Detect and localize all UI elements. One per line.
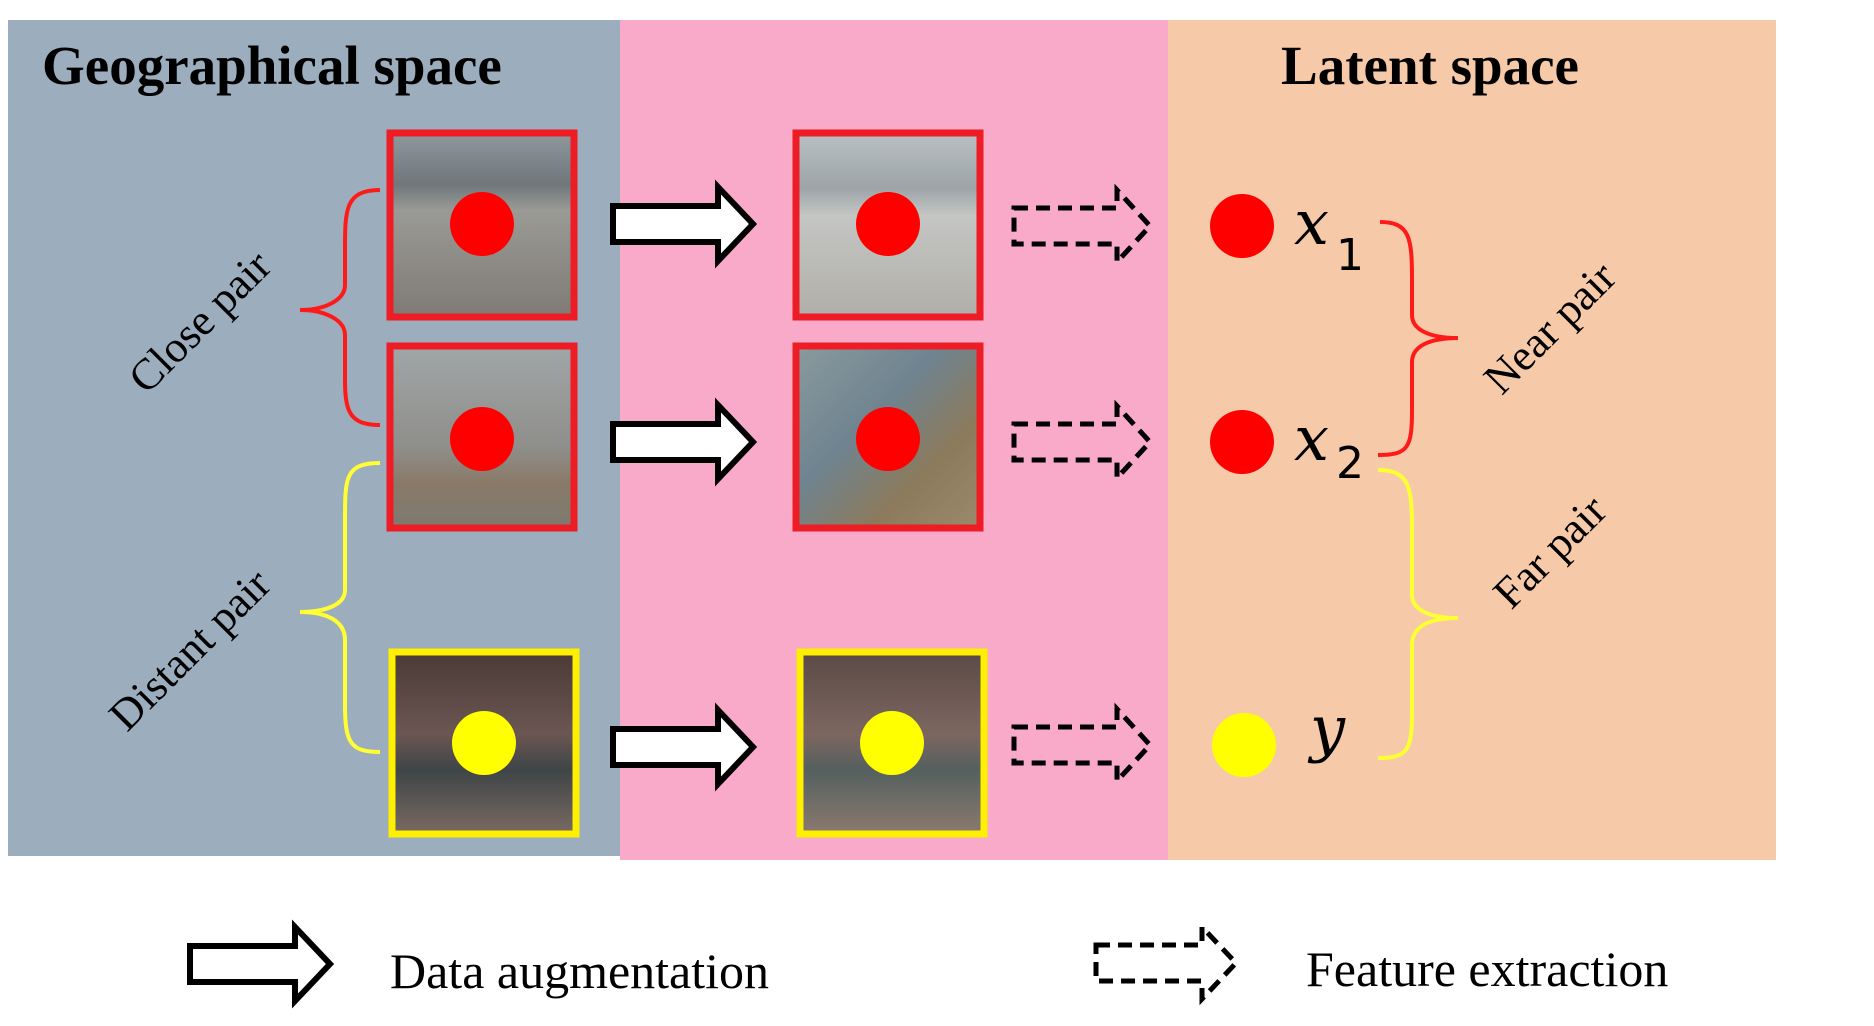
tile-x2-augmented <box>792 342 984 532</box>
augmentation-arrow-1 <box>610 179 758 269</box>
x2-base: x <box>1294 402 1329 475</box>
point-x2-augmented <box>856 407 920 471</box>
legend-augmentation-arrow <box>187 919 335 1009</box>
augmentation-arrow-3 <box>610 702 758 792</box>
close-pair-brace <box>299 188 381 427</box>
tile-x1-original <box>386 129 578 321</box>
tile-x1-augmented <box>792 129 984 321</box>
augmentation-arrow-2 <box>610 397 758 487</box>
point-y-original <box>452 711 516 775</box>
point-x1-original <box>450 192 514 256</box>
tile-y-original <box>388 648 580 838</box>
far-pair-brace <box>1377 468 1459 760</box>
near-pair-brace <box>1377 220 1459 457</box>
latent-point-y <box>1212 713 1276 777</box>
legend-extraction-arrow <box>1093 920 1240 1006</box>
tile-x2-original <box>386 342 578 532</box>
x2-subscript: 2 <box>1336 438 1364 489</box>
distant-pair-brace <box>299 461 381 754</box>
legend-extraction-label: Feature extraction <box>1306 941 1668 997</box>
latent-point-x2 <box>1210 410 1274 474</box>
latent-label-x2: x 2 <box>1294 402 1364 489</box>
latent-label-y: y <box>1307 692 1346 765</box>
x1-subscript: 1 <box>1336 230 1364 281</box>
latent-space-title: Latent space <box>1281 35 1579 96</box>
point-y-augmented <box>860 711 924 775</box>
point-x2-original <box>450 407 514 471</box>
geographical-space-title: Geographical space <box>42 35 502 96</box>
latent-label-x1: x 1 <box>1294 186 1364 281</box>
x1-base: x <box>1294 186 1329 259</box>
legend: Data augmentation Feature extraction <box>187 919 1668 1009</box>
point-x1-augmented <box>856 192 920 256</box>
legend-augmentation-label: Data augmentation <box>390 943 769 999</box>
latent-point-x1 <box>1210 194 1274 258</box>
tile-y-augmented <box>796 648 988 838</box>
